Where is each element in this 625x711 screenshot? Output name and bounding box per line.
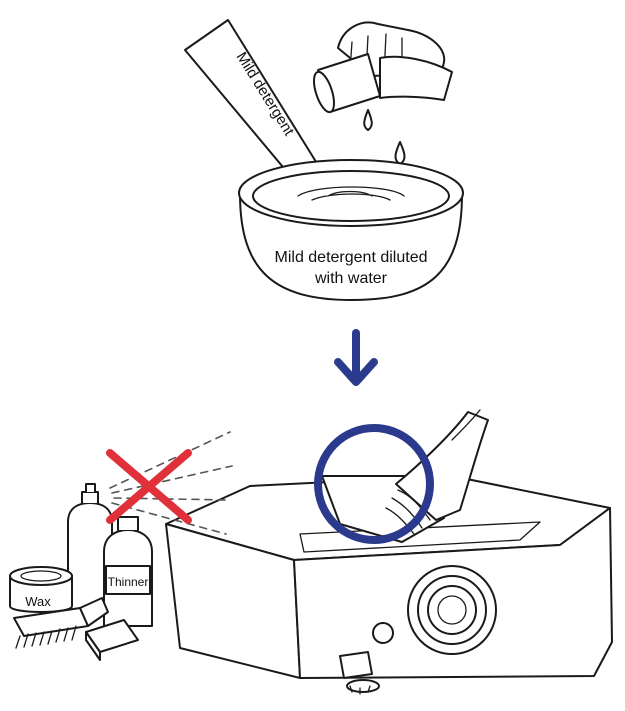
arrow-down-icon [334,329,378,386]
water-cup [312,53,453,114]
wax-label: Wax [25,594,51,609]
wash-basin: Mild detergent diluted with water [238,159,464,301]
basin-label-line2: with water [314,270,388,287]
arrow-head [334,358,378,386]
sponge-eraser [85,619,139,661]
brush [13,597,109,649]
circle-mark-icon [314,424,434,544]
cross-mark-icon [106,449,192,524]
wax-tin: Wax [9,566,73,613]
thinner-bottle: Thinner [103,516,153,627]
thinner-label: Thinner [108,575,149,589]
basin-label-line1: Mild detergent diluted [275,249,428,266]
